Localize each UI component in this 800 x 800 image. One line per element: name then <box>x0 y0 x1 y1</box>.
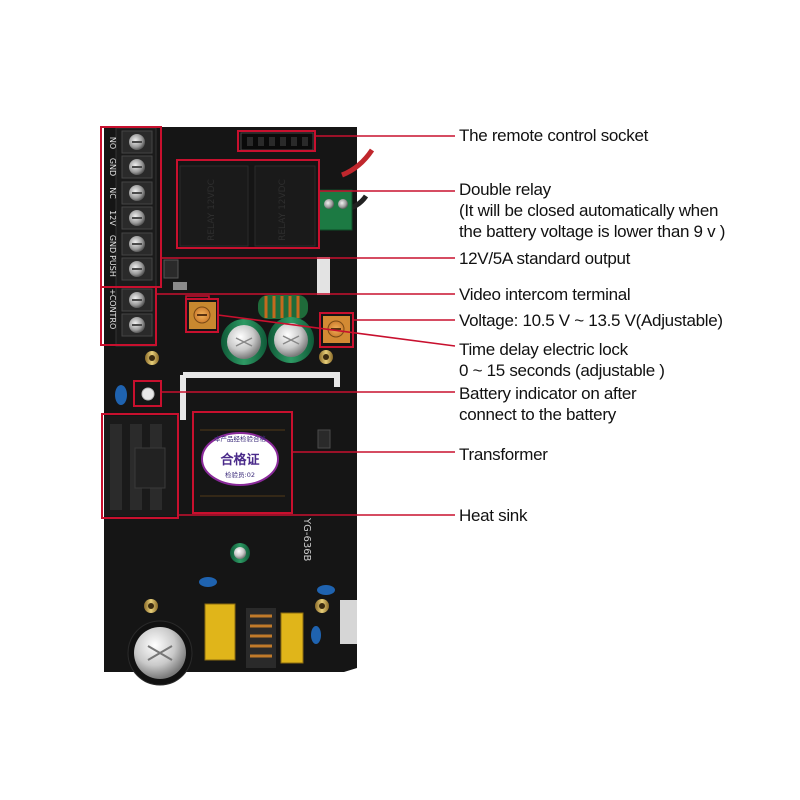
remote-socket <box>240 132 314 151</box>
callout-remote-socket: The remote control socket <box>459 125 648 146</box>
blue-capacitor-4 <box>311 626 321 644</box>
sticker-top-text: 本产品经检验合格 <box>214 434 267 443</box>
blue-capacitor-3 <box>199 577 217 587</box>
terminal-label: + <box>108 289 117 296</box>
callout-time-delay: Time delay electric lock 0 ~ 15 seconds … <box>459 339 665 381</box>
box-remote-socket <box>237 130 316 152</box>
callout-voltage-text: Voltage: 10.5 V ~ 13.5 V(Adjustable) <box>459 311 723 330</box>
qc-sticker <box>201 432 279 486</box>
terminal-screw <box>121 257 153 281</box>
callout-video-text: Video intercom terminal <box>459 285 631 304</box>
callout-remote-socket-text: The remote control socket <box>459 126 649 145</box>
battery-led <box>141 387 155 401</box>
terminal-label: NC <box>108 187 117 199</box>
box-video-terminal <box>100 286 157 346</box>
fuse <box>173 282 187 290</box>
box-voltage-pot <box>319 312 354 348</box>
callout-lines <box>156 135 456 516</box>
inductor-coil <box>258 295 308 319</box>
callout-video-terminal: Video intercom terminal <box>459 284 631 305</box>
terminal-label: 12V <box>108 210 117 226</box>
callout-output: 12V/5A standard output <box>459 248 630 269</box>
callout-transformer-text: Transformer <box>459 445 548 464</box>
terminal-block <box>115 127 157 347</box>
box-battery-led <box>133 380 162 407</box>
transformer: 本产品经检验合格 合格证 检验员:02 <box>195 414 290 512</box>
ceramic-resistor <box>317 257 330 295</box>
transistor <box>317 429 331 449</box>
terminal-label: PUSH <box>108 255 117 277</box>
video-pot <box>189 302 216 329</box>
callout-delay-line2: 0 ~ 15 seconds (adjustable ) <box>459 361 665 380</box>
terminal-label: CONTRO <box>108 295 117 330</box>
heat-sink <box>104 416 177 516</box>
box-relay <box>176 159 320 249</box>
silkscreen-outline <box>180 372 340 420</box>
callout-double-relay: Double relay (It will be closed automati… <box>459 179 725 242</box>
input-connector <box>340 600 357 644</box>
input-filter <box>204 603 304 668</box>
svg-text:RELAY 12VDC: RELAY 12VDC <box>207 179 217 241</box>
small-capacitor <box>230 543 250 563</box>
sticker-inspector: 检验员:02 <box>225 470 255 479</box>
terminal-label: GND <box>108 235 117 253</box>
callout-battery-line2: connect to the battery <box>459 405 616 424</box>
green-terminal <box>318 189 353 231</box>
relay-pair: RELAY 12VDC RELAY 12VDC <box>179 165 316 247</box>
sticker-main-text: 合格证 <box>220 452 259 468</box>
callout-heat-sink: Heat sink <box>459 505 527 526</box>
callout-transformer: Transformer <box>459 444 548 465</box>
blue-capacitor <box>115 385 127 405</box>
terminal-screw <box>121 181 153 205</box>
smd-diode <box>163 259 179 279</box>
callout-delay-title: Time delay electric lock <box>459 340 628 359</box>
callout-voltage: Voltage: 10.5 V ~ 13.5 V(Adjustable) <box>459 310 723 331</box>
terminal-label: GND <box>108 158 117 176</box>
terminal-screw <box>121 232 153 256</box>
terminal-screw <box>121 313 153 337</box>
bulk-capacitor <box>127 620 193 686</box>
callout-heat-sink-text: Heat sink <box>459 506 528 525</box>
wire-red <box>341 148 375 178</box>
svg-text:RELAY 12VDC: RELAY 12VDC <box>278 179 288 241</box>
callout-relay-title: Double relay <box>459 180 551 199</box>
callout-output-text: 12V/5A standard output <box>459 249 631 268</box>
standoffs <box>144 350 333 613</box>
callout-battery-indicator: Battery indicator on after connect to th… <box>459 383 637 425</box>
line-delay-main <box>217 314 456 347</box>
box-heat-sink <box>101 413 179 519</box>
model-silkscreen: YG-636B <box>301 517 312 562</box>
terminal-screw <box>121 206 153 230</box>
terminal-silkscreen: NO GND NC 12V GND PUSH +CONTRO <box>108 137 117 329</box>
terminal-screw <box>121 155 153 179</box>
callout-relay-line2: (It will be closed automatically when <box>459 201 719 220</box>
filter-capacitors <box>221 317 314 365</box>
callout-battery-line1: Battery indicator on after <box>459 384 637 403</box>
terminal-screw <box>121 288 153 312</box>
line-delay <box>185 295 210 299</box>
box-transformer <box>192 411 293 514</box>
terminal-label: NO <box>108 137 117 149</box>
terminal-screw <box>121 130 153 154</box>
blue-capacitor-2 <box>317 585 335 595</box>
callout-relay-line3: the battery voltage is lower than 9 v ) <box>459 222 726 241</box>
